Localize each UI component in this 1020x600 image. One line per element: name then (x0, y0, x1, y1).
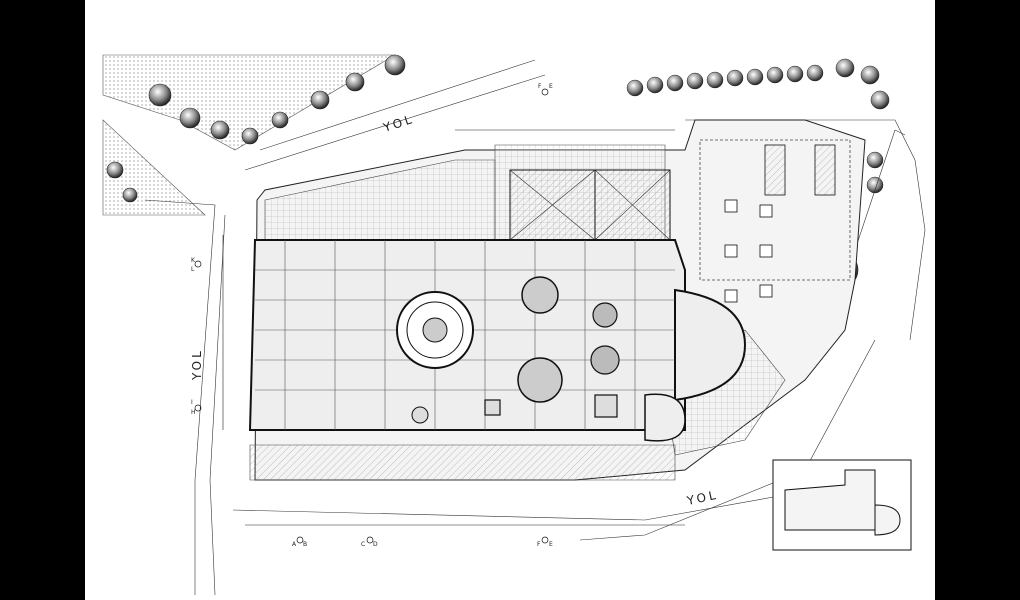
marker-left-upper-1: K (191, 257, 196, 264)
marker-bottom-5: F (537, 541, 541, 548)
marker-left-lower-2: H (191, 409, 196, 416)
marker-top-2: E (549, 83, 553, 90)
road-edges (144, 59, 926, 596)
road-label-top: YOL (381, 112, 417, 135)
marker-top-1: F (538, 83, 542, 90)
section-markers: F E K L I H A B C D F E (191, 83, 553, 548)
key-plan-inset (772, 459, 912, 551)
site-plan-drawing: YOL YOL YOL F E K L I H A B C D F E (102, 54, 926, 596)
south-strip (249, 444, 676, 481)
marker-bottom-4: D (373, 541, 378, 548)
marker-left-lower-1: I (191, 399, 193, 406)
marker-bottom-6: E (549, 541, 553, 548)
east-structure (699, 139, 851, 303)
road-label-bottom: YOL (685, 488, 720, 509)
drawing-sheet: YOL YOL YOL F E K L I H A B C D F E (85, 0, 935, 600)
dimension-lines (222, 129, 685, 526)
marker-bottom-1: A (292, 541, 297, 548)
road-label-left: YOL (190, 348, 204, 381)
domes (396, 276, 620, 424)
marker-left-upper-2: L (191, 266, 195, 273)
marker-bottom-2: B (303, 541, 307, 548)
marker-bottom-3: C (361, 541, 365, 548)
